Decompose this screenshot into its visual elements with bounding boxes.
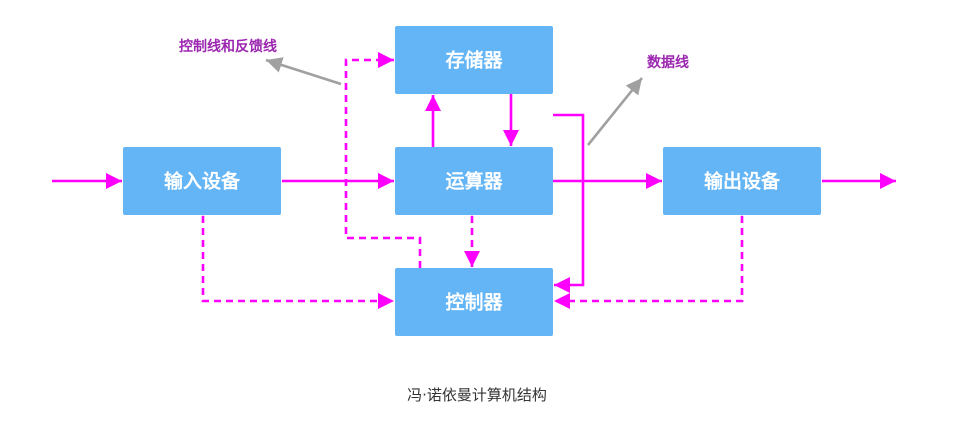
control-line-input-controller	[195, 200, 394, 309]
control-line-annotation: 控制线和反馈线	[179, 38, 277, 55]
diagram-caption: 冯·诺依曼计算机结构	[407, 386, 547, 404]
control-line-output-controller	[554, 200, 750, 309]
alu-label: 运算器	[445, 170, 503, 193]
data-line-pointer	[586, 77, 644, 146]
controller-box: 控制器	[395, 268, 553, 336]
alu-box: 运算器	[395, 147, 553, 215]
output-device-box: 输出设备	[663, 147, 821, 215]
input-device-box: 输入设备	[123, 147, 281, 215]
control-line-pointer	[265, 57, 342, 86]
data-line-annotation: 数据线	[647, 54, 689, 71]
controller-label: 控制器	[445, 291, 503, 314]
von-neumann-diagram: 存储器 输入设备 运算器 输出设备 控制器 控制线和反馈线 数据线	[52, 26, 896, 336]
output-device-label: 输出设备	[704, 170, 781, 193]
storage-label: 存储器	[445, 49, 503, 72]
input-device-label: 输入设备	[164, 170, 241, 193]
data-line-storage-to-controller	[553, 113, 585, 293]
storage-box: 存储器	[395, 26, 553, 94]
